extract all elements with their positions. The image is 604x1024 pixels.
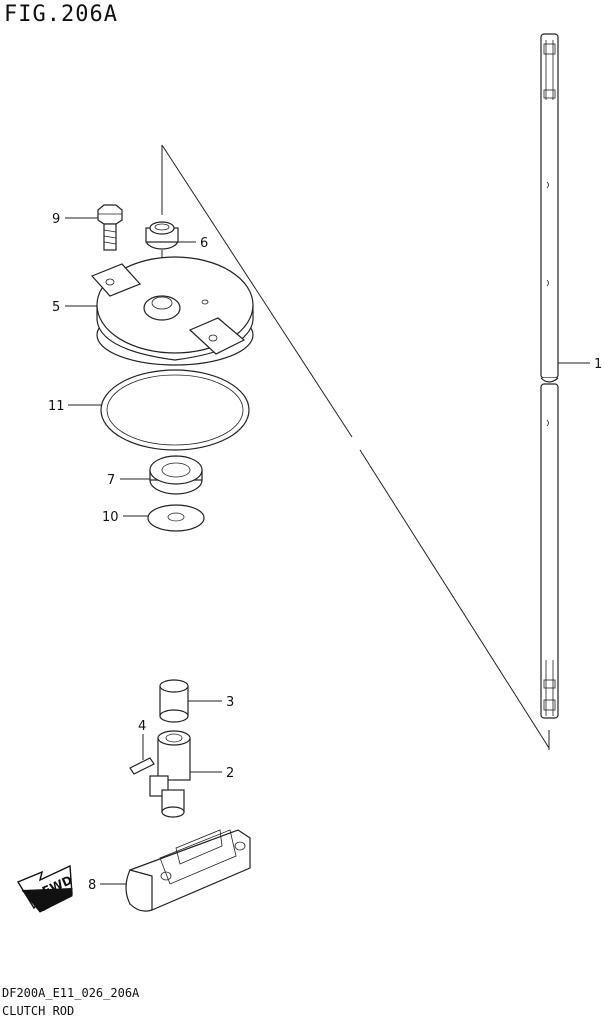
callout-3: 3 (226, 695, 234, 710)
callout-7: 7 (107, 473, 115, 488)
callout-5: 5 (52, 300, 60, 315)
oil-seal-part[interactable] (149, 455, 203, 495)
callout-10: 10 (102, 510, 119, 525)
callout-11: 11 (48, 399, 65, 414)
joint-part[interactable] (149, 730, 191, 818)
clutch-rod-part[interactable] (540, 33, 559, 719)
sleeve-part[interactable] (159, 679, 189, 723)
bolt-part[interactable] (97, 204, 123, 251)
callout-1: 1 (594, 357, 602, 372)
plate-housing-part[interactable] (90, 256, 254, 366)
callout-leaders (65, 217, 590, 885)
forward-arrow-icon: FWD (16, 864, 74, 913)
clevis-part[interactable] (125, 829, 251, 912)
callout-2: 2 (226, 766, 234, 781)
callout-8: 8 (88, 878, 96, 893)
callout-4: 4 (138, 719, 146, 734)
callout-6: 6 (200, 236, 208, 251)
diagram-name: CLUTCH ROD (2, 1004, 75, 1018)
diagram-code: DF200A_E11_026_206A (2, 986, 140, 1000)
callout-9: 9 (52, 212, 60, 227)
figure-title: FIG.206A (4, 2, 118, 27)
callout-labels: 9 6 5 11 7 10 3 4 2 8 1 (48, 212, 602, 893)
o-ring-part[interactable] (100, 369, 250, 451)
pin-part[interactable] (129, 757, 155, 775)
assembly-guide-lines (161, 144, 550, 750)
bushing-cap-part[interactable] (145, 221, 179, 250)
washer-part[interactable] (147, 504, 205, 532)
